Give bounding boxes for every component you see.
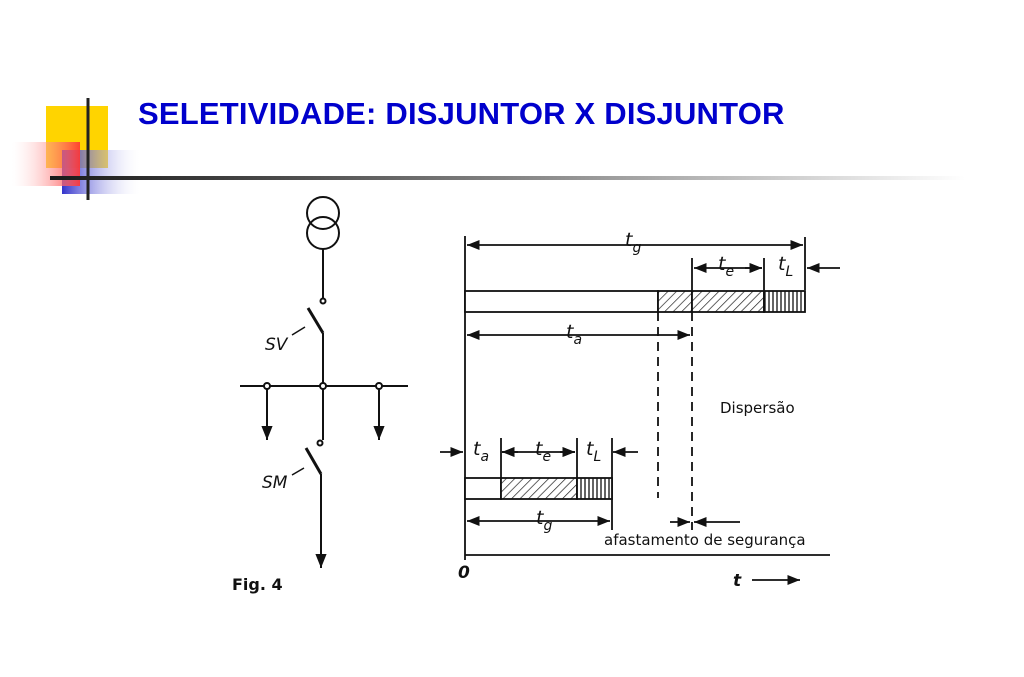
time-axis-label: t	[733, 571, 742, 591]
figure-caption: Fig. 4	[232, 575, 283, 594]
dispersion-label: Dispersão	[720, 399, 795, 417]
lower-bar-ta	[464, 477, 502, 500]
upper-tl-label: tL	[778, 253, 793, 280]
upper-bar-ta	[464, 290, 659, 313]
upper-tg-label: tg	[625, 229, 641, 256]
bus-node-left	[263, 382, 271, 390]
sm-label-pointer	[291, 467, 305, 476]
contact-point-sv-top	[319, 297, 327, 305]
breaker-sv-label: SV	[265, 335, 289, 355]
transformer-winding-bottom	[306, 216, 340, 250]
upper-ta-label: ta	[566, 321, 582, 348]
contact-point-sm-top	[316, 439, 324, 447]
origin-label: 0	[458, 563, 470, 583]
transformer-winding-top	[306, 196, 340, 230]
upper-te-label: te	[718, 253, 734, 280]
timing-labels: tg te tL ta ta te tL tg	[473, 229, 793, 534]
upper-bar-tl	[763, 290, 806, 313]
lower-bar-te	[500, 477, 578, 500]
lower-te-label: te	[535, 438, 551, 465]
upper-bar-te	[691, 290, 765, 313]
lower-tg-label: tg	[536, 507, 552, 534]
breaker-sm-label: SM	[262, 473, 288, 493]
sv-label-pointer	[291, 326, 306, 336]
lower-bar-tl	[576, 477, 613, 500]
lower-tl-label: tL	[586, 438, 601, 465]
corner-logo	[12, 98, 140, 200]
breaker-sv-blade	[306, 307, 325, 334]
safety-margin-label: afastamento de segurança	[604, 531, 806, 549]
slide-title: SELETIVIDADE: DISJUNTOR X DISJUNTOR	[138, 96, 785, 131]
breaker-sm-blade	[304, 447, 323, 475]
bus-node-center	[319, 382, 327, 390]
timing-diagram	[440, 236, 840, 586]
upper-bar-dispersion	[657, 290, 693, 313]
title-rule	[50, 176, 965, 180]
single-line-diagram	[240, 196, 408, 568]
bus-node-right	[375, 382, 383, 390]
lower-ta-label: ta	[473, 438, 489, 465]
